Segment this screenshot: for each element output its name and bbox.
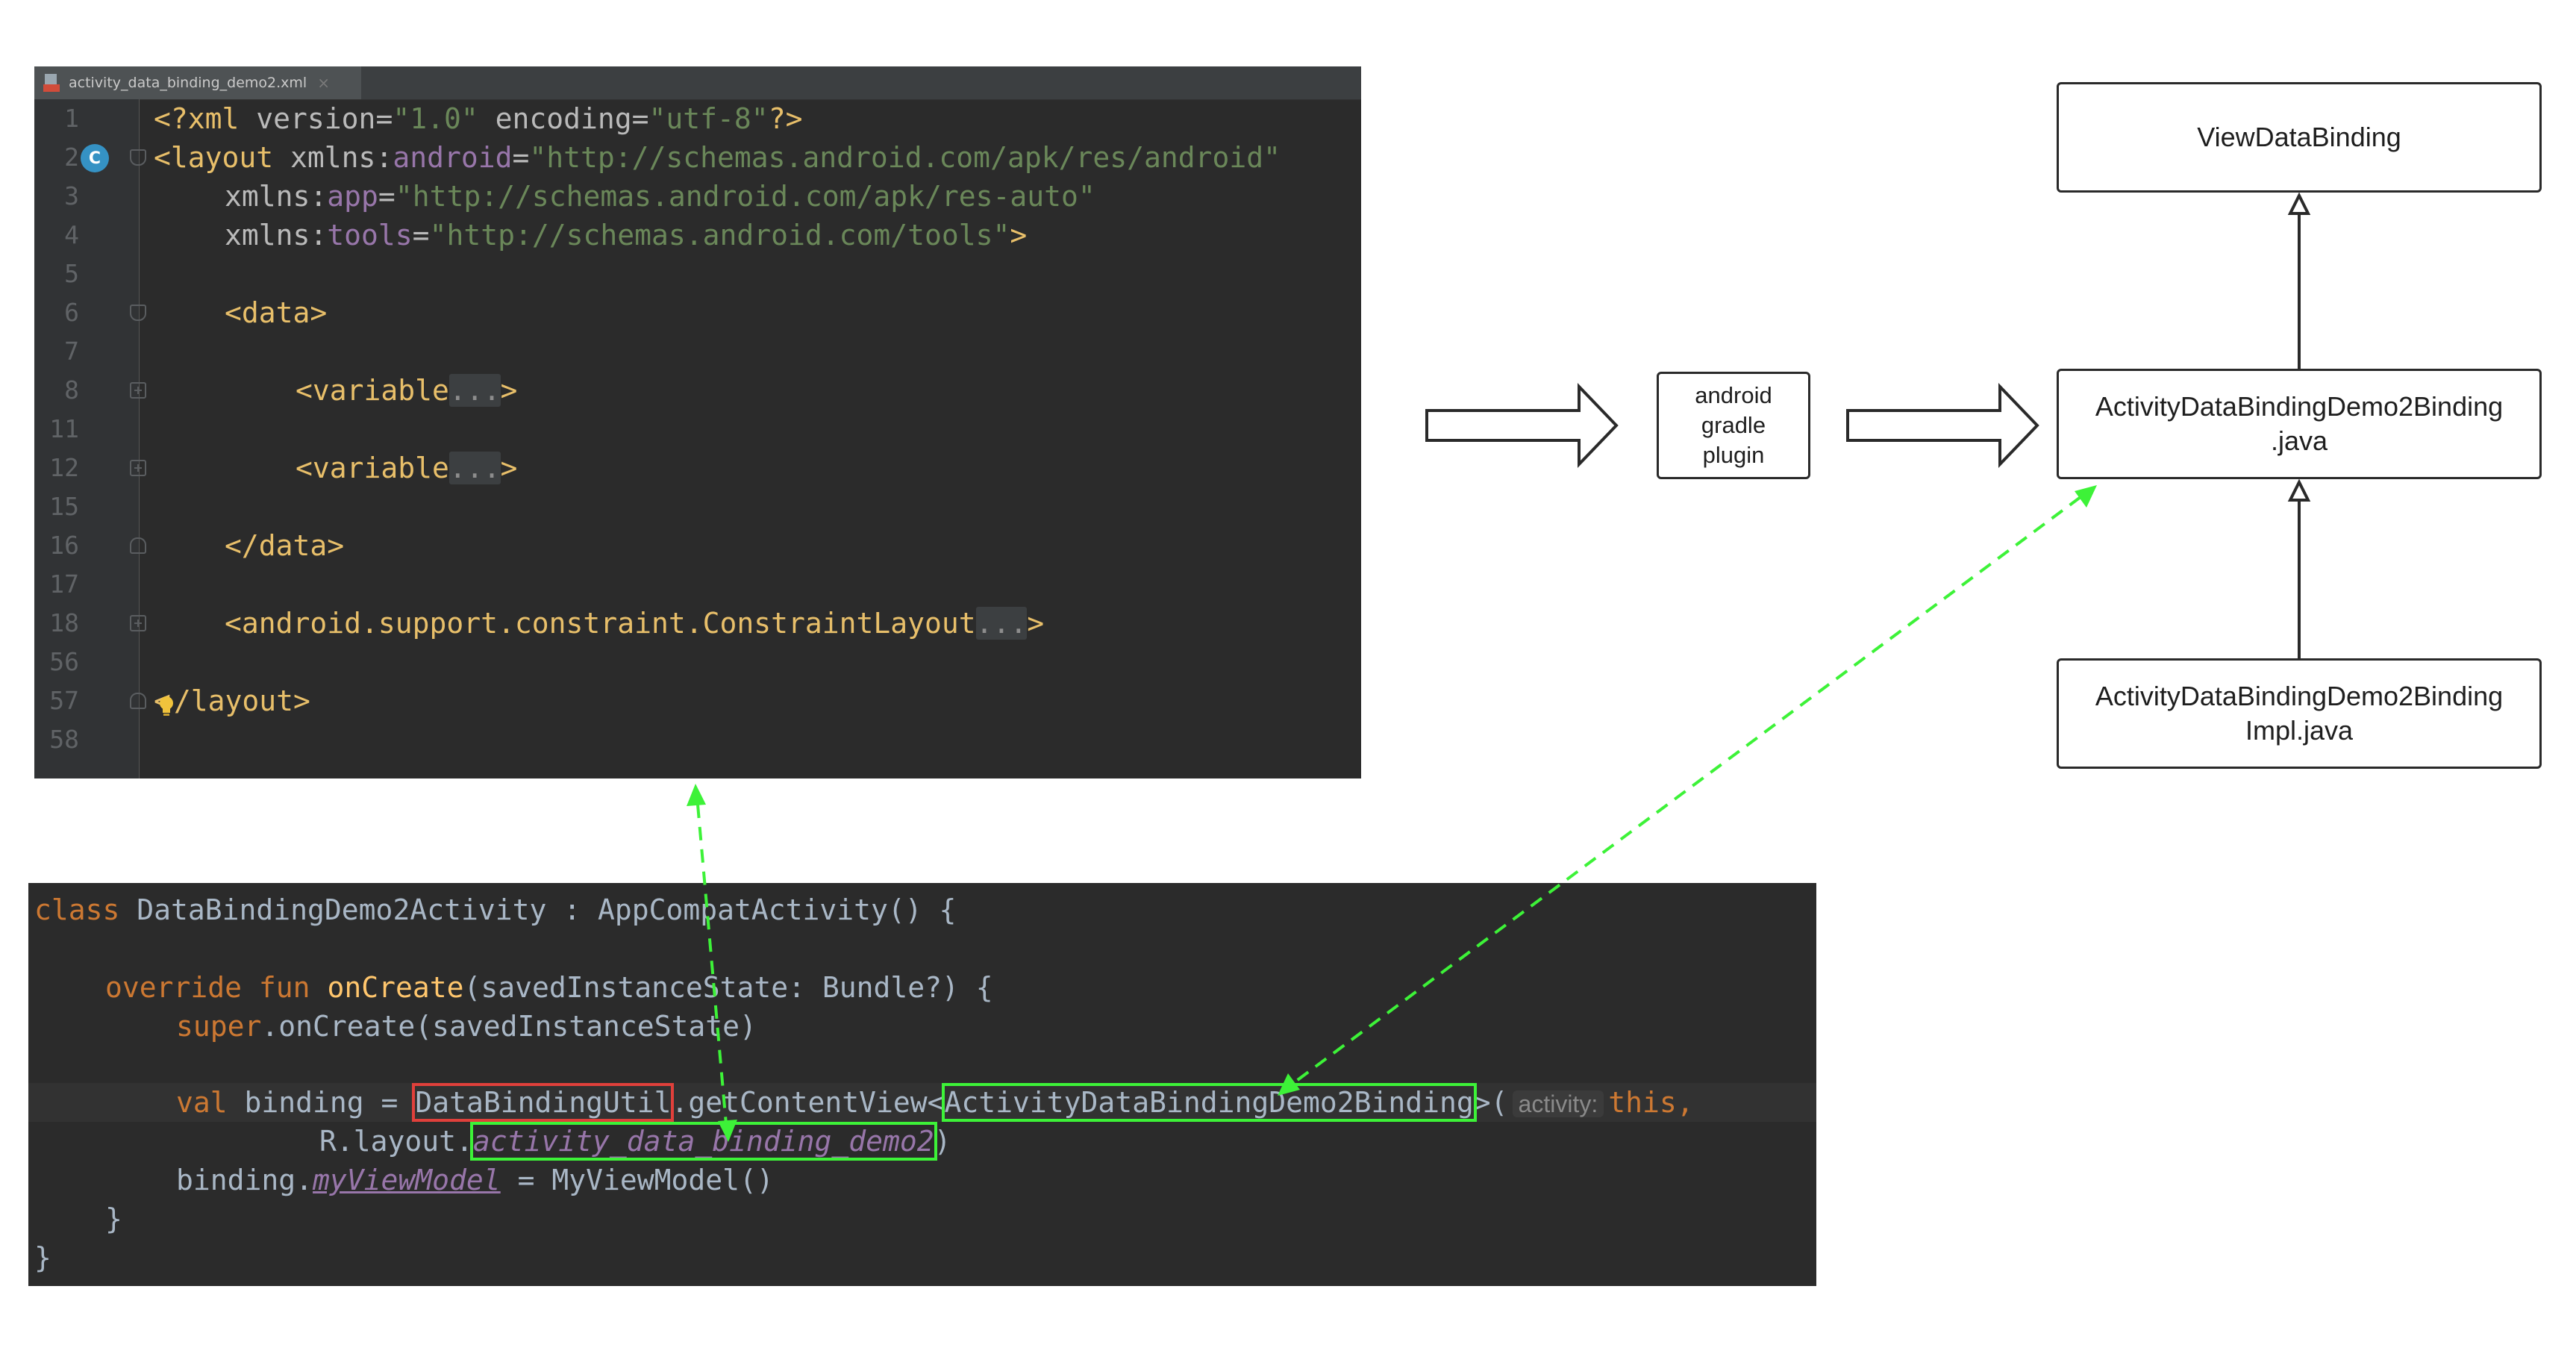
line-number: 4 — [64, 220, 79, 249]
line-number: 15 — [49, 492, 79, 521]
editor-tab-bar: activity_data_binding_demo2.xml × — [34, 66, 1361, 100]
xml-file-icon — [43, 74, 60, 92]
line-number: 8 — [64, 375, 79, 405]
line-number: 5 — [64, 259, 79, 288]
line-number: 17 — [49, 569, 79, 599]
tab-filename: activity_data_binding_demo2.xml — [69, 75, 307, 91]
line-number: 3 — [64, 181, 79, 210]
dashed-link-xml-to-layout — [696, 804, 728, 1125]
fold-marker[interactable] — [130, 305, 146, 321]
close-icon[interactable]: × — [317, 74, 330, 92]
kotlin-line-layout: R.layout.activity_data_binding_demo2) — [319, 1122, 951, 1161]
layout-name-highlight: activity_data_binding_demo2 — [469, 1122, 937, 1161]
dashed-link-binding-java-to-class — [1291, 496, 2082, 1085]
fold-marker[interactable] — [130, 537, 146, 554]
line-number: 58 — [49, 725, 79, 754]
folded-region[interactable]: ... — [448, 452, 501, 484]
tab-activity-data-binding-demo2-xml[interactable]: activity_data_binding_demo2.xml × — [34, 66, 361, 99]
line-number: 6 — [64, 298, 79, 327]
fold-marker[interactable] — [130, 615, 146, 631]
kotlin-line-binding: val binding = DataBindingUtil.getContent… — [176, 1083, 1694, 1122]
line-number: 12 — [49, 453, 79, 482]
line-number-gutter — [34, 99, 139, 778]
xml-line-3: xmlns:app="http://schemas.android.com/ap… — [225, 180, 1095, 213]
kotlin-line-override: override fun onCreate(savedInstanceState… — [105, 971, 993, 1004]
fold-marker[interactable] — [130, 149, 146, 166]
folded-region[interactable]: ... — [448, 374, 501, 407]
folded-region[interactable]: ... — [975, 607, 1028, 640]
binding-class-gutter-icon[interactable]: C — [81, 144, 109, 172]
fold-marker[interactable] — [130, 382, 146, 399]
databindingutil-highlight: DataBindingUtil — [412, 1083, 675, 1122]
kotlin-activity-editor: class DataBindingDemo2Activity : AppComp… — [28, 883, 1816, 1286]
fold-marker[interactable] — [130, 693, 146, 709]
binding-impl-java-box: ActivityDataBindingDemo2Binding Impl.jav… — [2057, 658, 2542, 769]
line-number: 1 — [64, 104, 79, 133]
parameter-hint: activity: — [1512, 1090, 1604, 1117]
xml-line-4: xmlns:tools="http://schemas.android.com/… — [225, 219, 1028, 252]
viewdatabinding-box: ViewDataBinding — [2057, 82, 2542, 193]
line-number: 7 — [64, 337, 79, 366]
android-gradle-plugin-box: android gradle plugin — [1657, 372, 1810, 479]
fold-marker[interactable] — [130, 460, 146, 476]
xml-line-6: <data> — [225, 296, 328, 329]
line-number: 16 — [49, 531, 79, 560]
xml-line-8: <variable...> — [296, 374, 518, 407]
inheritance-arrowhead — [2287, 192, 2311, 215]
binding-class-highlight: ActivityDataBindingDemo2Binding — [941, 1083, 1477, 1122]
xml-layout-editor: activity_data_binding_demo2.xml × 1 2 3 … — [34, 66, 1361, 778]
xml-line-12: <variable...> — [296, 452, 518, 484]
xml-line-18: <android.support.constraint.ConstraintLa… — [225, 607, 1045, 640]
xml-line-16: </data> — [225, 529, 345, 562]
inheritance-arrowhead — [2287, 478, 2311, 502]
kotlin-line-close-fun: } — [105, 1202, 122, 1235]
line-number: 2 — [64, 143, 79, 172]
kotlin-line-super: super.onCreate(savedInstanceState) — [176, 1010, 757, 1043]
xml-line-1: <?xml version="1.0" encoding="utf-8"?> — [154, 102, 803, 135]
block-arrow-to-plugin — [1425, 383, 1619, 468]
kotlin-line-close-class: } — [34, 1241, 51, 1274]
xml-line-2: <layout xmlns:android="http://schemas.an… — [154, 141, 1281, 174]
xml-line-57: </layout> — [154, 684, 310, 717]
line-number: 57 — [49, 686, 79, 715]
kotlin-line-class: class DataBindingDemo2Activity : AppComp… — [34, 893, 957, 926]
binding-java-box: ActivityDataBindingDemo2Binding .java — [2057, 369, 2542, 479]
block-arrow-to-binding — [1846, 383, 2039, 468]
lightbulb-icon[interactable] — [154, 693, 179, 719]
line-number: 18 — [49, 608, 79, 637]
line-number: 56 — [49, 647, 79, 676]
kotlin-line-viewmodel: binding.myViewModel = MyViewModel() — [176, 1164, 774, 1196]
line-number: 11 — [49, 414, 79, 443]
